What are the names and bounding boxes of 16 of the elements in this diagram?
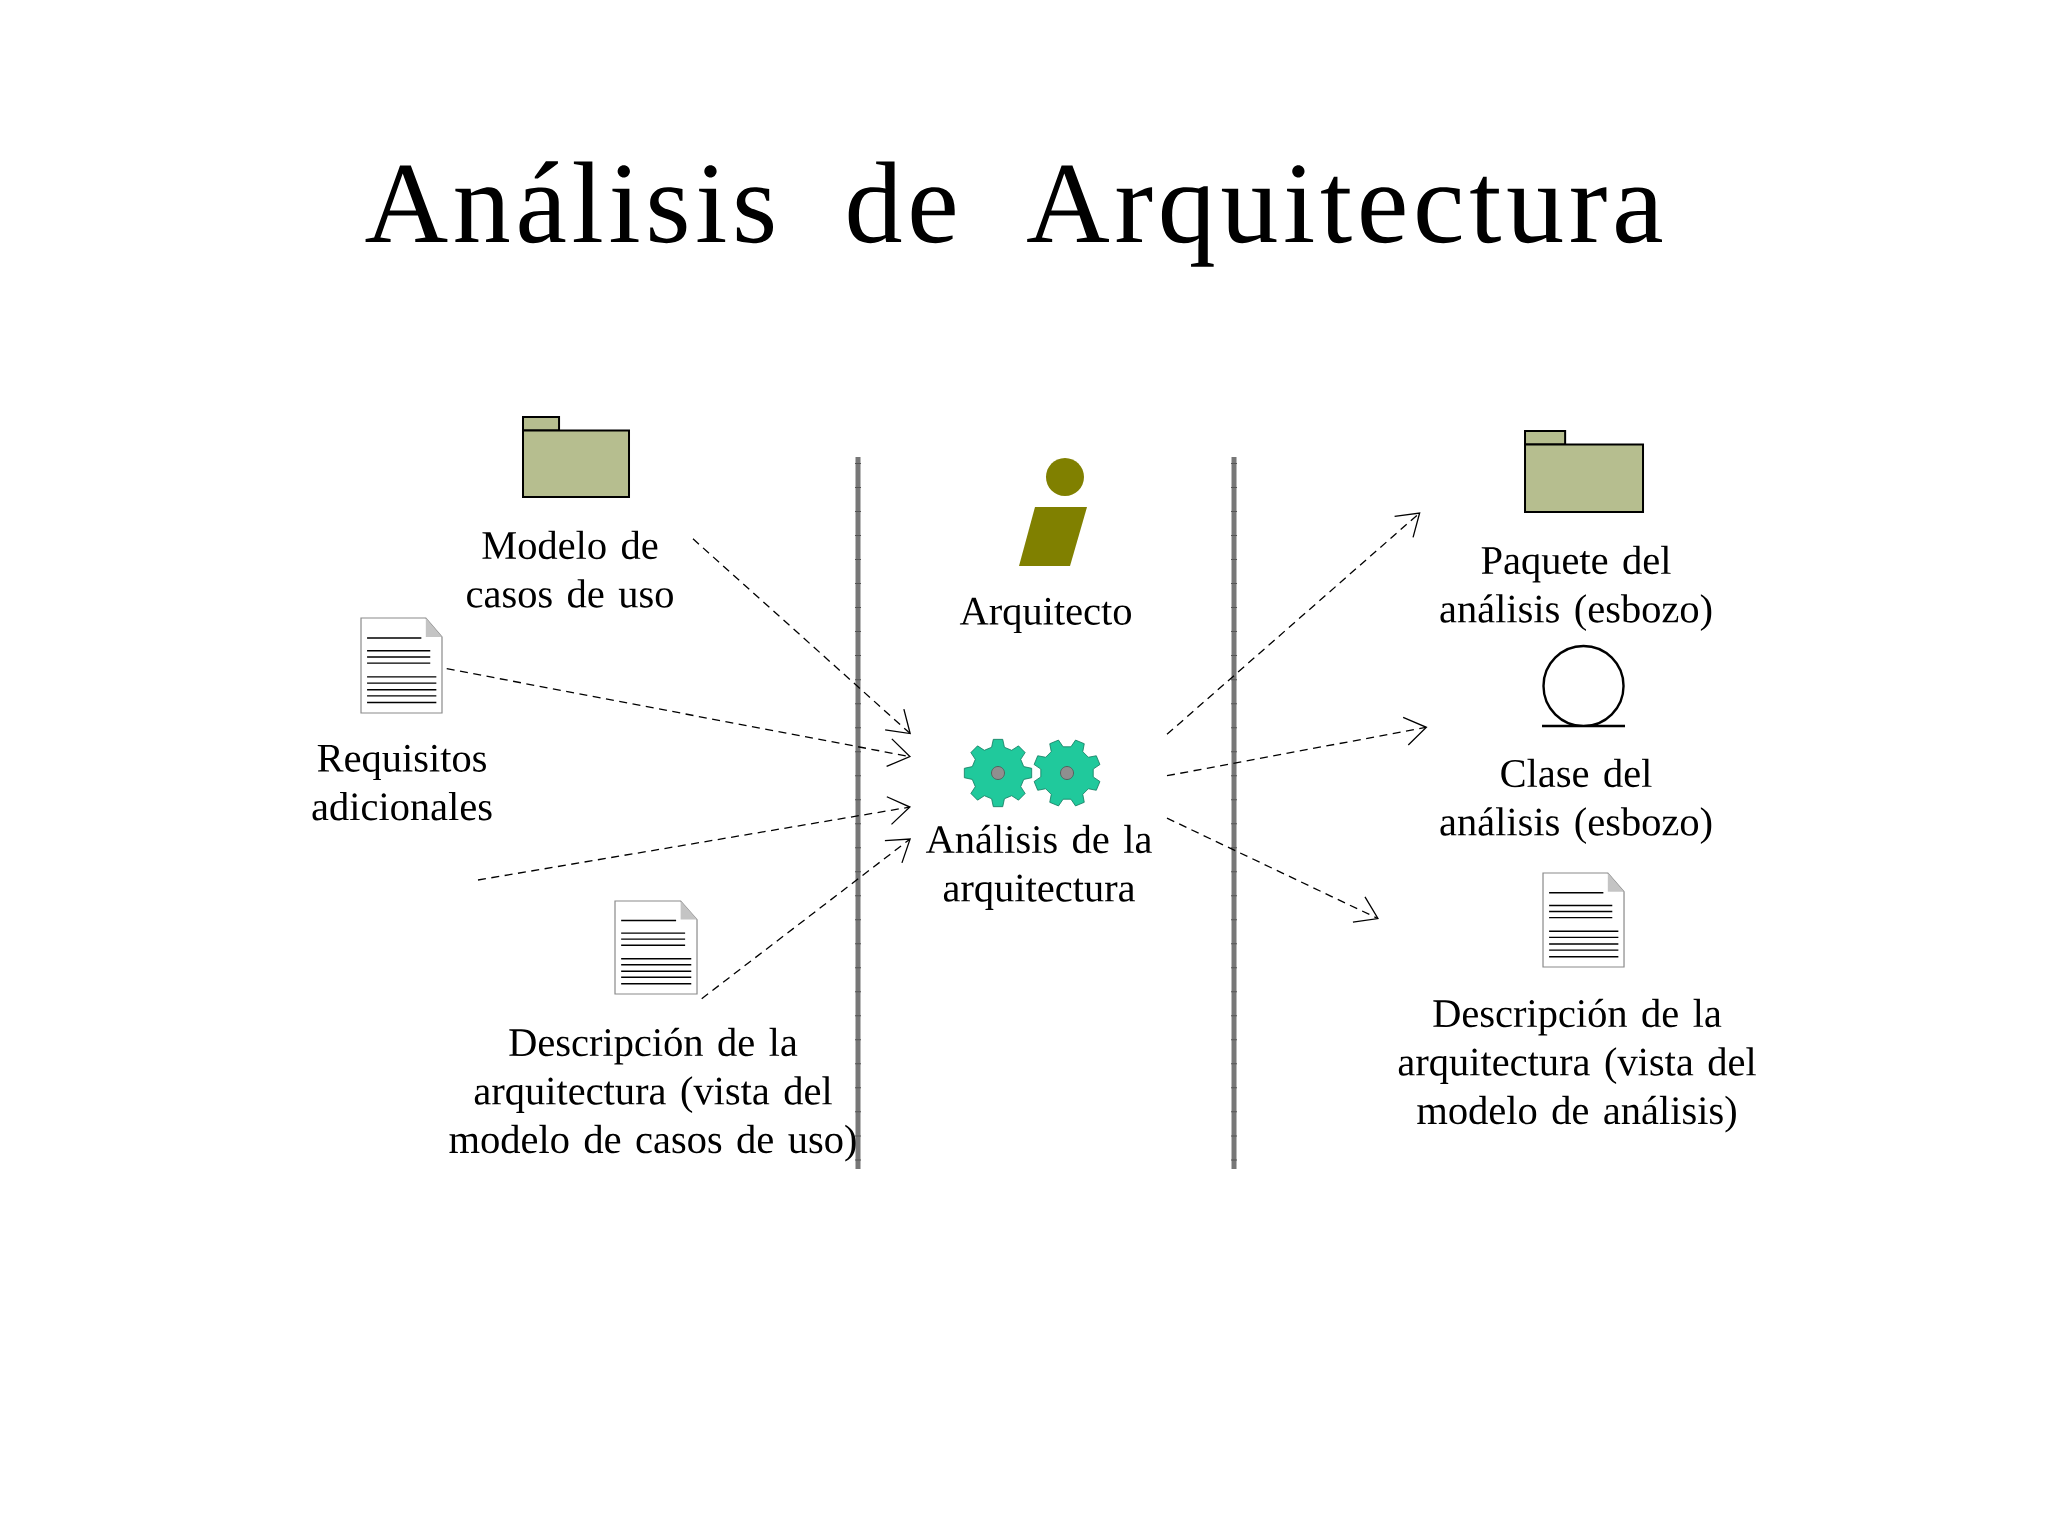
artifact-label: Paquete del análisis (esbozo) [1440, 545, 1712, 631]
arrow [701, 838, 912, 1000]
activity-label: Análisis de la arquitectura [925, 824, 1152, 910]
arrow [446, 668, 912, 768]
arrow [1166, 716, 1428, 777]
artifact-label: Clase del análisis (esbozo) [1440, 758, 1712, 844]
artifact-label: Descripción de la arquitectura (vista del modelo de casos de uso) [449, 1027, 856, 1162]
worker-label: Arquitecto [959, 597, 1131, 634]
arrow [692, 538, 912, 735]
title: Análisis de Arquitectura [365, 161, 1662, 267]
arrow [1166, 512, 1421, 735]
artifact-label: Requisitos adicionales [312, 744, 492, 821]
artifact-label: Modelo de casos de uso [467, 530, 673, 608]
arrow [1166, 817, 1379, 923]
arrow [477, 796, 912, 881]
artifact-label: Descripción de la arquitectura (vista del modelo de análisis) [1398, 998, 1756, 1133]
